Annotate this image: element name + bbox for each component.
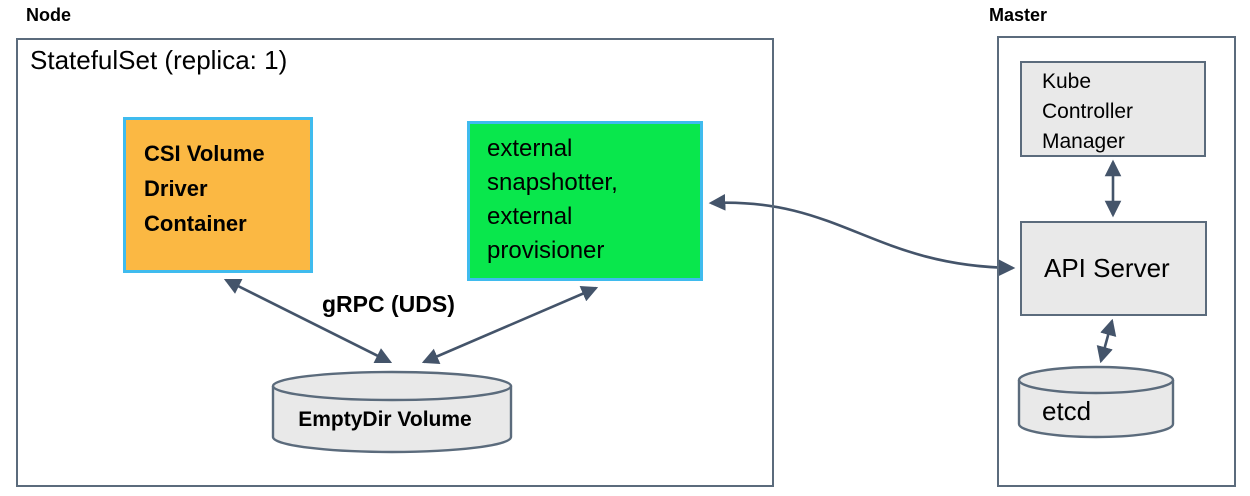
emptydir-volume-label: EmptyDir Volume xyxy=(298,408,472,431)
csi-volume-driver-container-box: CSI Volume Driver Container xyxy=(123,117,313,273)
master-group-label: Master xyxy=(989,5,1048,25)
node-box xyxy=(16,38,774,487)
external-snapshotter-provisioner-box: external snapshotter, external provision… xyxy=(467,121,703,281)
master-box xyxy=(997,36,1236,487)
grpc-uds-label: gRPC (UDS) xyxy=(322,291,455,317)
kube-controller-manager-box: Kube Controller Manager xyxy=(1020,61,1206,157)
statefulset-title: StatefulSet (replica: 1) xyxy=(30,45,288,75)
api-server-box: API Server xyxy=(1020,221,1207,316)
etcd-label: etcd xyxy=(1042,396,1092,426)
node-group-label: Node xyxy=(26,5,71,25)
